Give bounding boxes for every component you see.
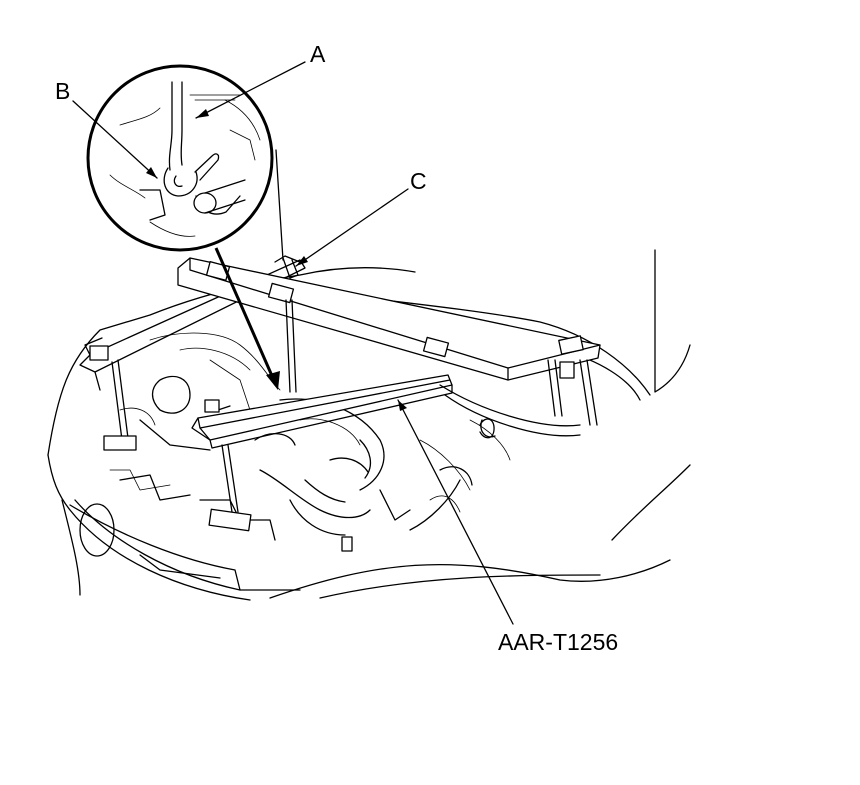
- callout-label-b: B: [55, 78, 71, 104]
- diagonal-tool-beam: [191, 374, 453, 532]
- callout-label-tool: AAR-T1256: [498, 629, 619, 655]
- engine-detail: [109, 332, 511, 552]
- callout-label-c: C: [410, 168, 427, 194]
- callout-label-a: A: [310, 41, 326, 67]
- detail-inset: [86, 64, 274, 252]
- front-beam: [79, 259, 306, 451]
- car-body-outline: [47, 149, 691, 601]
- leader-lines: [72, 61, 514, 625]
- main-support-beam: [177, 255, 601, 426]
- hose: [439, 384, 581, 438]
